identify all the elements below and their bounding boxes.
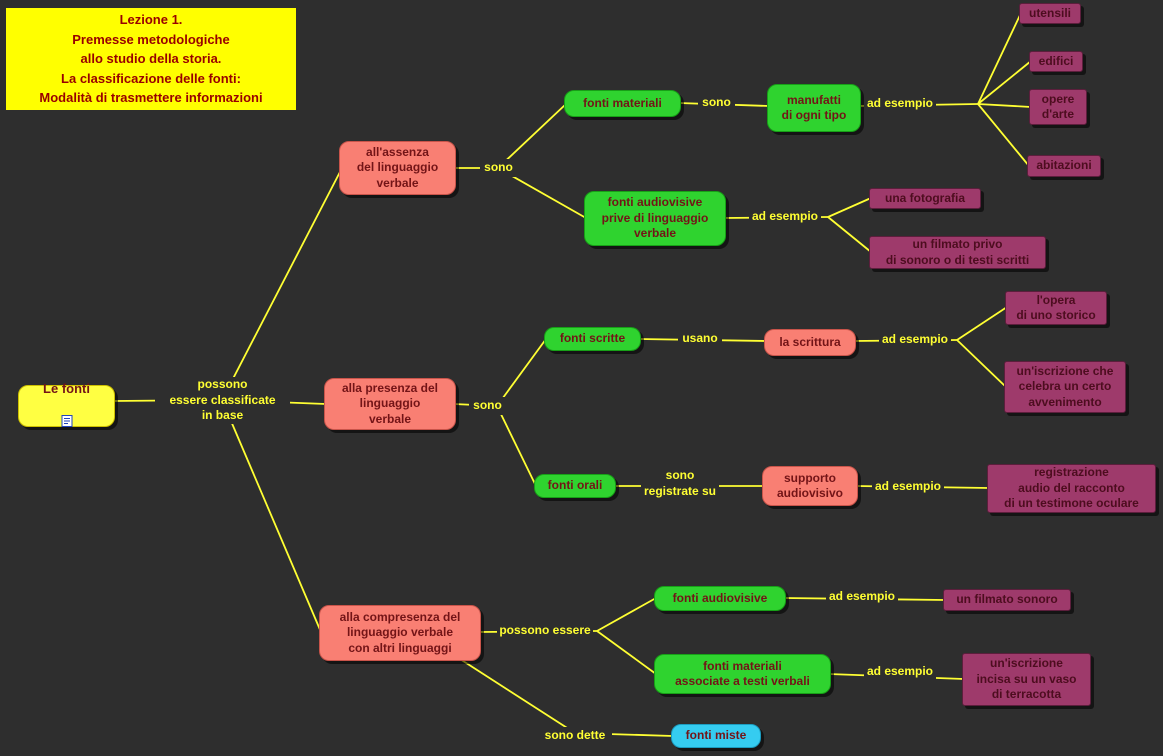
link-label-ad-esempio-1[interactable]: ad esempio	[864, 95, 936, 113]
node-opere-arte[interactable]: opere d'arte	[1029, 89, 1087, 125]
node-utensili[interactable]: utensili	[1019, 3, 1081, 24]
node-edifici[interactable]: edifici	[1029, 51, 1083, 72]
node-fonti-audiovisive[interactable]: fonti audiovisive	[654, 586, 786, 611]
node-registrazione-audio[interactable]: registrazione audio del racconto di un t…	[987, 464, 1156, 513]
node-assenza-linguaggio[interactable]: all'assenza del linguaggio verbale	[339, 141, 456, 195]
node-fonti-audiovisive-prive[interactable]: fonti audiovisive prive di linguaggio ve…	[584, 191, 726, 246]
link-manufatti-fan	[858, 12, 1032, 167]
node-fonti-scritte[interactable]: fonti scritte	[544, 327, 641, 351]
node-fonti-miste[interactable]: fonti miste	[671, 724, 761, 748]
node-una-fotografia[interactable]: una fotografia	[869, 188, 981, 209]
lesson-title[interactable]: Lezione 1. Premesse metodologiche allo s…	[6, 8, 296, 110]
link-label-sono-dette[interactable]: sono dette	[538, 727, 612, 745]
link-label-ad-esempio-2[interactable]: ad esempio	[749, 208, 821, 226]
node-label: Le fonti	[43, 380, 90, 396]
link-label-ad-esempio-5[interactable]: ad esempio	[826, 588, 898, 606]
node-le-fonti[interactable]: Le fonti	[18, 381, 115, 427]
link-label-sono-1[interactable]: sono	[480, 159, 517, 177]
node-fonti-materiali[interactable]: fonti materiali	[564, 90, 681, 117]
node-fonti-materiali-testi[interactable]: fonti materiali associate a testi verbal…	[654, 654, 831, 694]
node-iscrizione-celebra[interactable]: un'iscrizione che celebra un certo avven…	[1004, 361, 1126, 413]
link-label-ad-esempio-4[interactable]: ad esempio	[872, 478, 944, 496]
link-label-sono-3[interactable]: sono	[469, 397, 506, 415]
node-la-scrittura[interactable]: la scrittura	[764, 329, 856, 356]
link-assenza-fan	[454, 103, 587, 219]
node-supporto-audiovisivo[interactable]: supporto audiovisivo	[762, 466, 858, 506]
node-iscrizione-vaso[interactable]: un'iscrizione incisa su un vaso di terra…	[962, 653, 1091, 706]
node-abitazioni[interactable]: abitazioni	[1027, 155, 1101, 177]
link-label-sono-2[interactable]: sono	[698, 94, 735, 112]
link-label-in-base[interactable]: possono essere classificate in base	[155, 377, 290, 424]
link-compresenza-miste	[459, 658, 674, 737]
resource-icon[interactable]	[61, 398, 73, 431]
node-compresenza-linguaggio[interactable]: alla compresenza del linguaggio verbale …	[319, 605, 481, 661]
link-label-registrate-su[interactable]: sono registrate su	[641, 467, 719, 500]
le-fonti-content: Le fonti	[43, 381, 90, 432]
node-filmato-sonoro[interactable]: un filmato sonoro	[943, 589, 1071, 611]
node-filmato-privo[interactable]: un filmato privo di sonoro o di testi sc…	[869, 236, 1046, 269]
node-presenza-linguaggio[interactable]: alla presenza del linguaggio verbale	[324, 378, 456, 430]
node-manufatti[interactable]: manufatti di ogni tipo	[767, 84, 861, 132]
link-label-usano[interactable]: usano	[678, 330, 722, 348]
link-label-ad-esempio-6[interactable]: ad esempio	[864, 663, 936, 681]
node-opera-storico[interactable]: l'opera di uno storico	[1005, 291, 1107, 325]
node-fonti-orali[interactable]: fonti orali	[534, 474, 616, 498]
link-label-possono-essere[interactable]: possono essere	[497, 622, 593, 640]
link-label-ad-esempio-3[interactable]: ad esempio	[879, 331, 951, 349]
